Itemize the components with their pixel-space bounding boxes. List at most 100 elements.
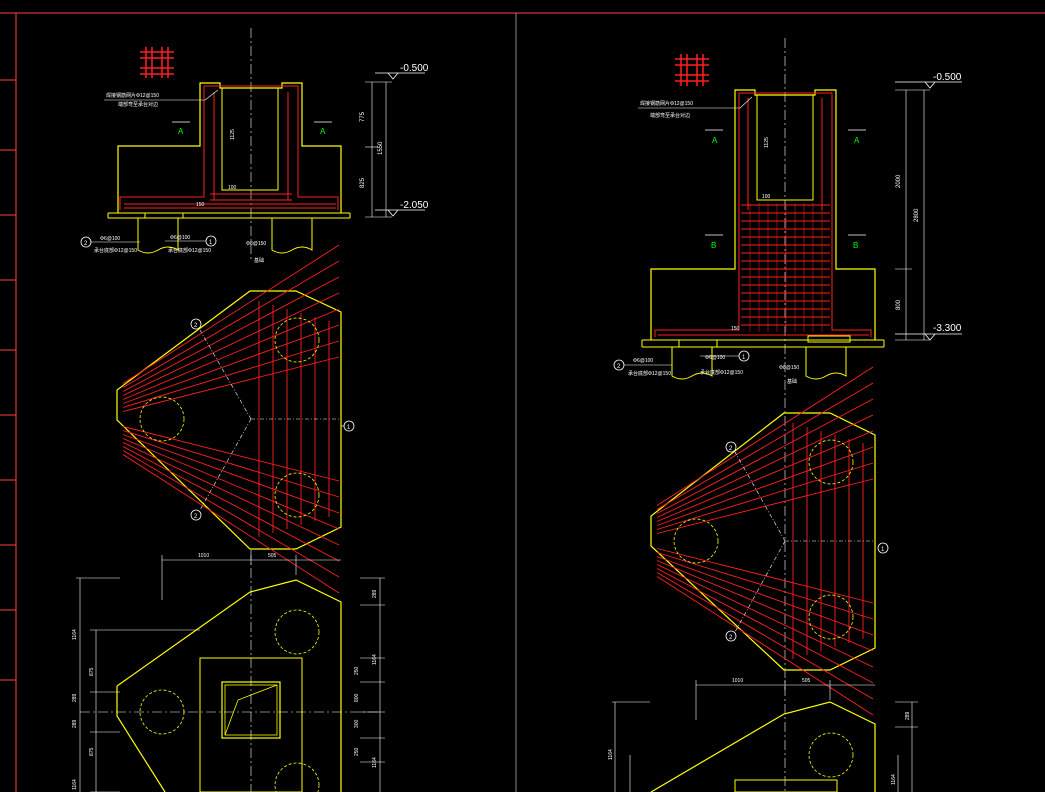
svg-text:Φ6@100: Φ6@100 <box>705 355 725 361</box>
right-section-a-left: A <box>712 136 718 145</box>
right-rebar-note-3: Φ8@150 <box>779 365 799 371</box>
left-rebar-note-4: 基础 <box>254 257 264 264</box>
right-dim-150: 150 <box>731 326 740 332</box>
left-triangle-outline <box>116 290 342 550</box>
svg-text:承台底部Φ12@150: 承台底部Φ12@150 <box>168 247 211 254</box>
right-rebar-note-2: 承台底部Φ12@150 <box>628 370 671 377</box>
right-rebar-diagonal-down <box>656 560 874 652</box>
svg-text:Φ6@100: Φ6@100 <box>170 235 190 241</box>
right-rebar-diagonal-up <box>656 414 874 518</box>
left-tri-callout-2b <box>190 509 202 521</box>
right-section-rebar <box>654 92 872 337</box>
right-tri-callout-1 <box>877 542 889 554</box>
right-rebar-diagonal-up <box>656 366 874 506</box>
svg-text:承台底部Φ12@150: 承台底部Φ12@150 <box>700 369 743 376</box>
left-plan-dim-1010: 1010 <box>198 553 209 559</box>
drawing-frame <box>0 12 1045 792</box>
left-elev-top-label: -0.500 <box>400 63 429 74</box>
left-bottom-plan: 1010 505 289 250 800 300 250 1164 1164 1… <box>72 550 385 792</box>
left-note-mesh: 焊接钢筋网片Φ12@150 <box>106 92 159 99</box>
right-elev-top: -0.500 <box>895 72 962 89</box>
right-rebar-diagonal-down <box>656 572 874 700</box>
left-plan-dim-l0: 1164 <box>72 629 78 640</box>
left-plan-dim-l3: 289 <box>72 719 78 728</box>
left-rebar-diagonal-down <box>122 446 340 562</box>
left-plan-dim-l4: 875 <box>89 747 95 756</box>
left-rebar-grid-icon <box>140 47 174 78</box>
svg-text:2: 2 <box>194 514 198 520</box>
left-section-a-right: A <box>320 127 326 136</box>
left-triangle-rebar-plan: 1 2 2 <box>116 244 355 594</box>
right-rebar-grid-icon <box>675 54 709 86</box>
left-dim-825: 825 <box>360 177 366 188</box>
left-rebar-diagonal-up <box>122 276 340 392</box>
right-rebar-diagonal-up <box>656 478 874 534</box>
right-tri-callout-2a <box>725 441 737 453</box>
right-plan-dim-r1: 1164 <box>891 774 897 785</box>
left-rebar-diagonal-down <box>122 434 340 514</box>
left-plan-dim-l1: 875 <box>89 667 95 676</box>
right-rebar-diagonal-down <box>656 568 874 684</box>
right-rebar-diagonal-down <box>656 564 874 668</box>
right-rebar-diagonal-up <box>656 430 874 522</box>
right-rebar-diagonal-up <box>656 382 874 510</box>
right-plan-dim-l0: 1164 <box>608 749 614 760</box>
svg-text:1: 1 <box>742 355 746 361</box>
right-section-a-right: A <box>854 136 860 145</box>
svg-text:2: 2 <box>84 241 88 247</box>
right-dim-1125: 1125 <box>764 137 770 148</box>
left-plan-dim-r0: 289 <box>372 589 378 598</box>
right-elev-top-label: -0.500 <box>933 72 962 83</box>
left-cap-outline <box>117 82 342 213</box>
left-rebar-diagonal-up <box>122 244 340 384</box>
right-triangle-outline <box>650 412 876 671</box>
svg-text:2: 2 <box>617 364 621 370</box>
left-rebar-diagonal-down <box>122 454 340 594</box>
left-vert-dims <box>365 81 392 218</box>
right-rebar-diagonal-up <box>656 462 874 530</box>
svg-text:2: 2 <box>194 323 198 329</box>
right-rebar-diagonal-up <box>656 446 874 526</box>
right-dim-100: 100 <box>762 194 771 200</box>
right-triangle-rebar-plan: 1 2 2 <box>650 366 889 716</box>
left-section-view: -0.500 -2.050 775 1550 825 1125 100 150 … <box>80 28 429 264</box>
left-plan-dim-505: 505 <box>268 553 277 559</box>
right-rebar-diagonal-down <box>656 552 874 620</box>
left-rebar-diagonal-up <box>122 308 340 400</box>
left-rebar-diagonal-up <box>122 260 340 388</box>
right-piles <box>671 335 851 380</box>
left-rebar-diagonal-down <box>122 442 340 546</box>
right-bottom-plan: 1010 505 289 1164 1164 <box>608 678 918 792</box>
right-note-mesh: 焊接钢筋网片Φ12@150 <box>640 100 693 107</box>
left-section-rebar <box>119 85 339 210</box>
right-pile-circle-3 <box>808 594 854 640</box>
left-elev-bottom-label: -2.050 <box>400 200 429 211</box>
left-rebar-diagonal-up <box>122 292 340 396</box>
left-rebar-diagonal-up <box>122 356 340 412</box>
left-pile-circle-3 <box>274 472 320 518</box>
right-dim-2800: 2800 <box>914 208 920 222</box>
left-rebar-diagonal-up <box>122 340 340 408</box>
right-plan-dim-505: 505 <box>802 678 811 684</box>
left-rebar-note-2: 承台底部Φ12@150 <box>94 247 137 254</box>
right-tri-callout-2b <box>725 630 737 642</box>
left-rebar-diagonal-down <box>122 438 340 530</box>
left-plan-dim-l5: 1164 <box>72 779 78 790</box>
left-rebar-diagonal-down <box>122 450 340 578</box>
left-plan-dim-r3: 300 <box>354 719 360 728</box>
left-elev-bottom: -2.050 <box>375 200 429 217</box>
right-vert-dims <box>895 89 930 341</box>
left-rebar-note-1: Φ6@100 <box>100 236 120 242</box>
right-note-bend: 端部弯至承台对边 <box>650 112 690 119</box>
svg-text:2: 2 <box>729 635 733 641</box>
right-elev-bottom-label: -3.300 <box>933 323 962 334</box>
left-rebar-diagonal-down <box>122 430 340 498</box>
right-plan-dim-r0: 289 <box>905 711 911 720</box>
left-plan-dim-r5: 1164 <box>372 654 378 665</box>
svg-text:1: 1 <box>347 425 351 431</box>
left-dim-775: 775 <box>360 111 366 122</box>
svg-text:1164: 1164 <box>372 757 378 768</box>
svg-text:1: 1 <box>881 547 885 553</box>
right-socket-outline <box>756 95 814 201</box>
left-section-a-left: A <box>178 127 184 136</box>
